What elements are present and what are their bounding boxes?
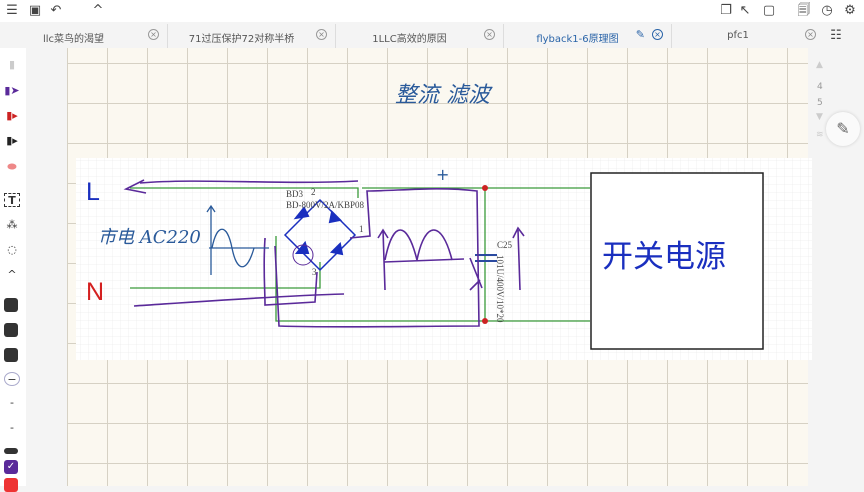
pin-label: 2 bbox=[311, 187, 316, 197]
page-number-current: 4 bbox=[817, 82, 823, 92]
close-icon[interactable]: × bbox=[148, 29, 159, 40]
smps-label: 开关电源 bbox=[602, 239, 726, 275]
document-icon[interactable]: ▣ bbox=[28, 3, 42, 18]
handwritten-mains: 市电 AC220 bbox=[98, 227, 201, 248]
color-swatch[interactable] bbox=[4, 323, 18, 337]
tool-sidebar: ▮ ▮➤ ▮▸ ▮▸ ⬬ T ⁂ ◌ ^ − - - ✓ bbox=[0, 48, 26, 492]
tab-1[interactable]: 71过压保护72对称半桥× bbox=[168, 24, 336, 48]
color-swatch[interactable] bbox=[4, 298, 18, 312]
tab-2[interactable]: 1LLC高效的原因× bbox=[336, 24, 504, 48]
color-swatch[interactable] bbox=[4, 448, 18, 454]
pen-purple-icon[interactable]: ▮➤ bbox=[4, 84, 20, 97]
copy-icon[interactable]: ❐ bbox=[720, 3, 732, 18]
cursor-icon[interactable]: ↖ bbox=[739, 3, 751, 18]
edit-icon[interactable]: ✎ bbox=[635, 28, 645, 41]
page-down-icon[interactable]: ▼ bbox=[816, 112, 823, 122]
handwritten-title: 整流 滤波 bbox=[395, 83, 493, 108]
tab-3[interactable]: flyback1-6原理图✎× bbox=[504, 24, 672, 48]
close-icon[interactable]: × bbox=[805, 29, 816, 40]
pen-red-icon[interactable]: ▮▸ bbox=[6, 109, 18, 122]
page-tool-icon[interactable]: ▮ bbox=[8, 58, 16, 71]
bridge-rectifier bbox=[283, 198, 357, 272]
close-icon[interactable]: × bbox=[316, 29, 327, 40]
undo-icon[interactable]: ↶ bbox=[50, 3, 62, 18]
junction-dot bbox=[482, 318, 488, 324]
stroke-size-icon[interactable]: - bbox=[10, 396, 14, 409]
smps-block bbox=[590, 172, 764, 350]
close-icon[interactable]: × bbox=[652, 29, 663, 40]
clock-icon[interactable]: ◷ bbox=[821, 3, 833, 18]
stroke-size-icon[interactable]: − bbox=[4, 372, 20, 386]
pin-label: 1 bbox=[359, 224, 364, 234]
color-swatch-selected[interactable]: ✓ bbox=[4, 460, 18, 474]
tab-4[interactable]: pfc1× bbox=[672, 24, 824, 48]
ink-annotations bbox=[123, 179, 525, 328]
menu-icon[interactable]: ☰ bbox=[6, 3, 18, 18]
tab-0[interactable]: llc菜鸟的渴望× bbox=[0, 24, 168, 48]
line-label: L bbox=[86, 178, 100, 206]
handwritten-plus: + bbox=[436, 165, 449, 184]
neutral-label: N bbox=[86, 278, 104, 306]
layers-icon[interactable]: ≋ bbox=[816, 130, 824, 140]
page-up-icon[interactable]: ▲ bbox=[816, 60, 823, 70]
settings-icon[interactable]: ⚙ bbox=[844, 3, 856, 18]
eraser-icon[interactable]: ⬬ bbox=[7, 160, 17, 173]
pin-label: 3 bbox=[312, 267, 317, 277]
stroke-size-icon[interactable]: - bbox=[10, 421, 14, 434]
junction-dot bbox=[482, 185, 488, 191]
sine-sketch bbox=[206, 204, 269, 275]
color-swatch[interactable] bbox=[4, 348, 18, 362]
search-doc-icon[interactable]: 🗐 bbox=[797, 3, 811, 18]
cap-ref: C25 bbox=[497, 240, 513, 250]
top-toolbar: ☰ ▣ ↶ ^ ❐ ↖ ▢ 🗐 ◷ ⚙ bbox=[0, 0, 864, 22]
page-icon[interactable]: ▢ bbox=[762, 3, 776, 18]
bridge-ref: BD3 bbox=[286, 189, 304, 199]
collapse-icon[interactable]: ^ bbox=[7, 268, 17, 281]
text-tool-icon[interactable]: T bbox=[4, 193, 20, 207]
shapes-icon[interactable]: ⁂ bbox=[6, 218, 18, 231]
pen-black-icon[interactable]: ▮▸ bbox=[6, 134, 18, 147]
tab-bar: llc菜鸟的渴望× 71过压保护72对称半桥× 1LLC高效的原因× flyba… bbox=[0, 24, 864, 48]
cap-value: 101U/400V/10*20 bbox=[495, 255, 505, 323]
chevron-up-icon[interactable]: ^ bbox=[92, 3, 104, 18]
tab-list-icon[interactable]: ☷ bbox=[830, 28, 842, 43]
lasso-icon[interactable]: ◌ bbox=[7, 243, 17, 256]
page-number-next: 5 bbox=[817, 98, 823, 108]
close-icon[interactable]: × bbox=[484, 29, 495, 40]
pencil-fab-button[interactable]: ✎ bbox=[826, 112, 860, 146]
bridge-part: BD-800V/2A/KBP08 bbox=[286, 200, 365, 210]
